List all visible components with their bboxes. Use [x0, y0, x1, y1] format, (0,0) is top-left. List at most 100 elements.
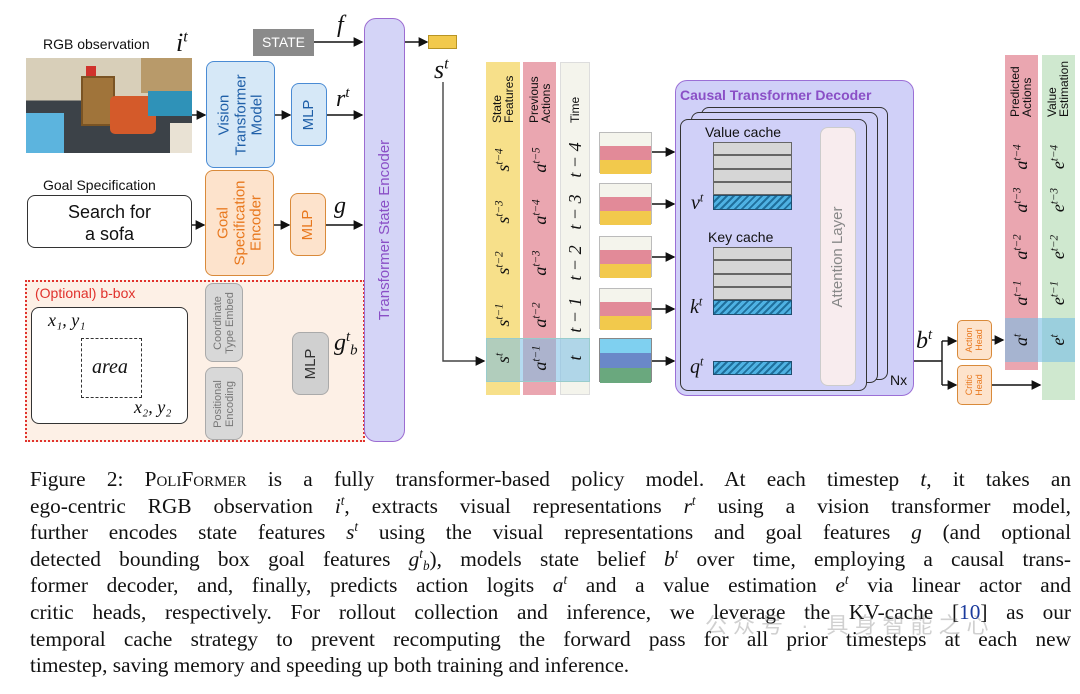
prev-column-item: at−2 [530, 302, 550, 328]
rgb-observation-label: RGB observation [43, 36, 150, 52]
critic-head: Critic Head [957, 365, 992, 405]
value-column-item: et [1048, 334, 1068, 346]
key-cache-label: Key cache [708, 229, 774, 245]
value-column-item: et−1 [1048, 280, 1068, 306]
attention-layer: Attention Layer [820, 127, 856, 386]
value-column-item: et−2 [1048, 234, 1068, 260]
time-column-item: t − 3 [565, 194, 585, 230]
math-symbol: t [920, 467, 927, 491]
state-column-header: State Features [490, 75, 516, 123]
bbox-frame [31, 307, 188, 424]
model-name: PoliFormer [144, 467, 247, 491]
caption-line: critic heads, respectively. For rollout … [30, 600, 1071, 624]
value-cache-label: Value cache [705, 124, 782, 140]
state-column-item: st [493, 352, 513, 364]
rgb-symbol: it [176, 28, 188, 57]
state-column-item: st−4 [493, 148, 513, 172]
pred-column-header: Predicted Actions [1008, 66, 1034, 117]
coordinate-embed-block: Coordinate Type Embed [205, 283, 243, 362]
prev-column-header: Previous Actions [527, 76, 553, 123]
citation-link[interactable]: 10 [959, 600, 981, 624]
xy1-label: x₁, y₁ [48, 310, 86, 330]
math-symbol: et [835, 572, 849, 598]
decoder-title: Causal Transformer Decoder [680, 87, 872, 103]
math-symbol: at [552, 572, 568, 598]
value-column-item: et−4 [1048, 144, 1068, 170]
key-cache-row [713, 273, 792, 287]
key-cache-row [713, 260, 792, 274]
v-symbol: vt [691, 190, 704, 214]
goal-specification-label: Goal Specification [43, 177, 156, 193]
st-symbol: st [434, 55, 449, 84]
value-column-header: Value Estimation [1045, 60, 1071, 117]
vision-transformer-block: Vision Transformer Model [206, 61, 275, 168]
state-token [428, 35, 457, 49]
history-token-stack [599, 183, 652, 225]
time-column-item: t − 4 [565, 142, 585, 178]
mlp-bbox-block: MLP [292, 332, 329, 395]
time-column-item: t − 2 [565, 245, 585, 281]
output-highlight [1005, 318, 1075, 362]
state-column-item: st−1 [493, 303, 513, 327]
time-column-item: t [565, 355, 585, 361]
b-symbol: bt [916, 327, 933, 354]
goal-encoder-block: Goal Specification Encoder [205, 170, 274, 276]
prev-column-item: at−1 [530, 345, 550, 371]
state-column-item: st−2 [493, 251, 513, 275]
pred-column-item: at−1 [1011, 280, 1031, 306]
math-symbol: gtb [408, 545, 430, 573]
state-column-item: st−3 [493, 200, 513, 224]
math-symbol: bt [663, 545, 679, 571]
prev-column-item: at−4 [530, 199, 550, 225]
query-vector [713, 361, 792, 375]
prev-column-item: at−5 [530, 147, 550, 173]
mlp-goal-block: MLP [290, 193, 326, 256]
gb-symbol: gtb [334, 329, 358, 359]
current-step-highlight [486, 338, 590, 382]
time-column-header: Time [568, 96, 582, 123]
math-symbol: st [346, 519, 359, 545]
key-cache-new-entry [713, 300, 792, 315]
caption-line: further encodes state features st using … [30, 519, 1071, 545]
caption-line: temporal cache strategy to prevent recom… [30, 626, 1071, 651]
k-symbol: kt [690, 294, 703, 318]
g-symbol: g [334, 193, 346, 219]
watermark: 公众号 · 具身智能之心 [705, 613, 995, 638]
prev-column-item: at−3 [530, 250, 550, 276]
key-cache-row [713, 247, 792, 261]
history-token-stack [599, 288, 652, 330]
pred-column-item: at [1011, 333, 1031, 347]
r-symbol: rt [336, 85, 350, 112]
state-box: STATE [253, 29, 314, 56]
value-cache-row [713, 168, 792, 182]
current-token-stack [599, 338, 652, 383]
value-cache-row [713, 142, 792, 156]
rgb-observation-image [26, 58, 192, 153]
bbox-label: (Optional) b-box [35, 285, 136, 301]
caption-line: ego-centric RGB observation it, extracts… [30, 492, 1071, 518]
math-symbol: g [911, 520, 922, 545]
predicted-actions-column [1005, 55, 1038, 370]
pred-column-item: at−2 [1011, 234, 1031, 260]
q-symbol: qt [690, 354, 704, 378]
caption-line: former decoder, and, finally, predicts a… [30, 572, 1072, 598]
value-cache-new-entry [713, 195, 792, 210]
pred-column-item: at−4 [1011, 144, 1031, 170]
value-cache-row [713, 181, 792, 196]
math-symbol: it [334, 492, 345, 518]
transformer-state-encoder: Transformer State Encoder [364, 18, 405, 442]
caption-line: detected bounding box goal features gtb)… [30, 545, 1071, 573]
pred-column-item: at−3 [1011, 187, 1031, 213]
math-symbol: rt [683, 492, 696, 518]
nx-label: Nx [890, 372, 908, 388]
history-token-stack [599, 132, 652, 174]
caption-line: timestep, saving memory and speeding up … [30, 653, 630, 678]
goal-text-box: Search for a sofa [27, 195, 192, 248]
positional-encoding-block: Positional Encoding [205, 367, 243, 440]
value-column-item: et−3 [1048, 187, 1068, 213]
value-cache-row [713, 155, 792, 169]
xy2-label: x₂, y₂ [134, 397, 172, 417]
time-column-item: t − 1 [565, 297, 585, 333]
action-head: Action Head [957, 320, 992, 360]
